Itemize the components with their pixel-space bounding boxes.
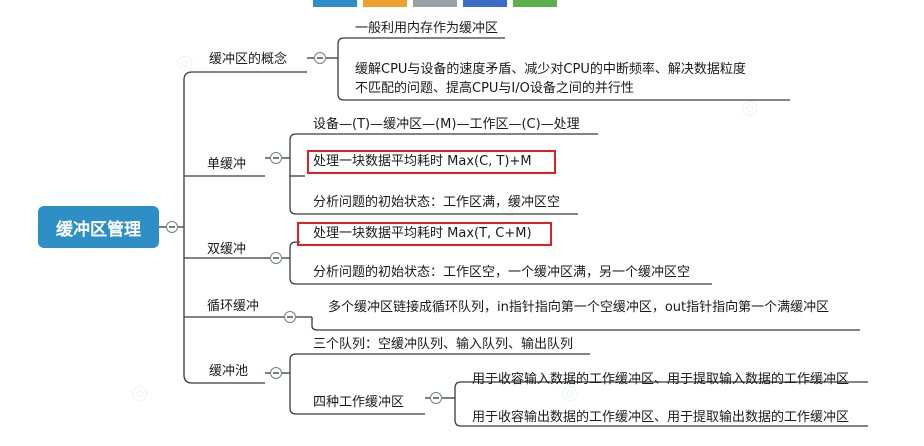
work-buffer-item-output: 用于收容输出数据的工作缓冲区、用于提取输出数据的工作缓冲区 <box>472 410 850 425</box>
collapse-toggle-icon[interactable] <box>270 367 282 379</box>
single-item-flow: 设备—(T)—缓冲区—(M)—工作区—(C)—处理 <box>313 117 580 132</box>
collapse-toggle-icon[interactable] <box>430 392 442 404</box>
header-stripe-3 <box>413 0 457 7</box>
concept-item-1: 一般利用内存作为缓冲区 <box>355 21 499 36</box>
header-stripe-5 <box>513 0 557 7</box>
circular-item: 多个缓冲区链接成循环队列，in指针指向第一个空缓冲区，out指针指向第一个满缓冲… <box>328 300 830 315</box>
highlight-box <box>307 150 556 174</box>
branch-circular-buffer[interactable]: 循环缓冲 <box>207 299 260 314</box>
concept-item-2-line2: 不匹配的问题、提高CPU与I/O设备之间的并行性 <box>355 81 634 96</box>
work-buffer-item-input: 用于收容输入数据的工作缓冲区、用于提取输入数据的工作缓冲区 <box>472 372 850 387</box>
collapse-toggle-icon[interactable] <box>270 252 282 264</box>
header-stripe-1 <box>313 0 357 7</box>
branch-double-buffer[interactable]: 双缓冲 <box>207 242 247 257</box>
concept-item-2-line1: 缓解CPU与设备的速度矛盾、减少对CPU的中断频率、解决数据粒度 <box>355 62 746 77</box>
highlight-box <box>297 222 552 246</box>
collapse-toggle-icon[interactable] <box>270 152 282 164</box>
pool-item-queues: 三个队列：空缓冲队列、输入队列、输出队列 <box>313 337 574 352</box>
collapse-toggle-icon[interactable] <box>314 52 326 64</box>
root-label: 缓冲区管理 <box>56 219 141 240</box>
double-item-time: 处理一块数据平均耗时 Max(T, C+M) <box>313 226 532 241</box>
collapse-toggle-icon[interactable] <box>284 311 296 323</box>
pool-subbranch-work-buffers[interactable]: 四种工作缓冲区 <box>313 395 405 410</box>
single-item-time: 处理一块数据平均耗时 Max(C, T)+M <box>313 154 532 169</box>
branch-buffer-pool[interactable]: 缓冲池 <box>209 364 249 379</box>
collapse-toggle-icon[interactable] <box>166 221 178 233</box>
branch-buffer-concept[interactable]: 缓冲区的概念 <box>209 52 288 67</box>
header-stripe-4 <box>463 0 507 7</box>
double-item-state: 分析问题的初始状态：工作区空，一个缓冲区满，另一个缓冲区空 <box>313 265 691 280</box>
root-node[interactable]: 缓冲区管理 <box>38 206 159 248</box>
branch-single-buffer[interactable]: 单缓冲 <box>207 157 247 172</box>
single-item-state: 分析问题的初始状态：工作区满，缓冲区空 <box>313 195 561 210</box>
header-stripe-2 <box>363 0 407 7</box>
